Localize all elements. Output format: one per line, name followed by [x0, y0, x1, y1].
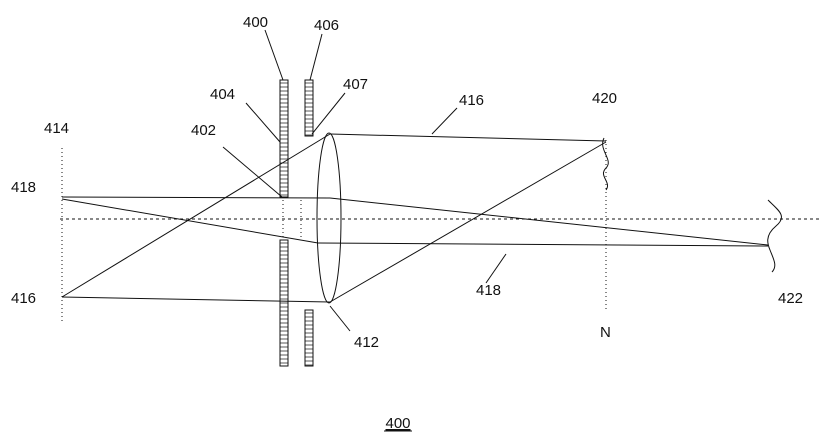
- image-420-wave: [602, 137, 609, 191]
- label-n: N: [600, 324, 611, 341]
- label-422: 422: [778, 290, 803, 307]
- label-414: 414: [44, 120, 69, 137]
- leader-412: [329, 305, 351, 332]
- leader-404: [245, 102, 281, 143]
- label-416-top: 416: [459, 92, 484, 109]
- label-412: 412: [354, 334, 379, 351]
- label-404: 404: [210, 86, 235, 103]
- ray-416-refracted: [329, 141, 607, 303]
- plate-406-upper: [304, 79, 314, 137]
- leader-407: [311, 92, 346, 135]
- ray-416-to-420: [329, 133, 607, 142]
- label-420: 420: [592, 90, 617, 107]
- rays: [61, 133, 769, 303]
- label-400: 400: [243, 14, 268, 31]
- plate-400-upper: [279, 79, 289, 198]
- leader-lines: [222, 29, 507, 332]
- plate-400: [279, 79, 289, 367]
- label-416-left: 416: [11, 290, 36, 307]
- ray-416-horizontal: [61, 296, 331, 303]
- plate-406: [304, 79, 314, 367]
- label-406: 406: [314, 17, 339, 34]
- ray-418-to-422: [317, 242, 769, 247]
- label-402: 402: [191, 122, 216, 139]
- ray-418-diagonal: [61, 198, 319, 244]
- figure-caption: 400: [385, 415, 410, 432]
- leader-400: [264, 29, 284, 81]
- leader-406: [309, 33, 323, 81]
- label-418-bottom: 418: [476, 282, 501, 299]
- ray-418-horizontal: [61, 196, 331, 199]
- label-418-left: 418: [11, 179, 36, 196]
- leader-416-top: [431, 107, 458, 135]
- ray-418-refracted-up: [329, 197, 769, 246]
- label-407: 407: [343, 76, 368, 93]
- plate-406-lower: [304, 309, 314, 367]
- lens-412: [316, 132, 342, 304]
- ray-416-diagonal: [61, 133, 331, 298]
- leader-402: [222, 146, 283, 198]
- leader-418-bottom: [485, 253, 507, 284]
- image-422-wave: [767, 199, 782, 273]
